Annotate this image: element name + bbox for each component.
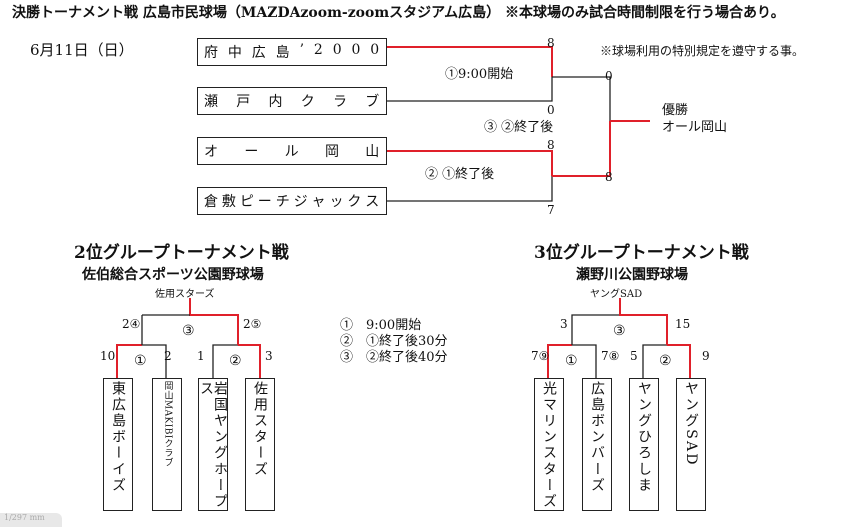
g3-match1-marker: ① <box>565 353 578 369</box>
g3-score-3: 5 <box>630 349 638 363</box>
final-team-3-name: オール岡山 <box>204 144 380 160</box>
g2-match1-marker: ① <box>134 353 147 369</box>
g3-line-team3 <box>642 344 667 378</box>
final-match1-label: ①9:00開始 <box>445 67 514 82</box>
group2-venue: 佐伯総合スポーツ公園野球場 <box>82 267 264 283</box>
g3-match3-marker: ③ <box>613 323 626 339</box>
g2-line-team3 <box>212 344 238 378</box>
g3-team-2: 広島ボンバーズ <box>582 378 612 511</box>
group3-title: 3位グループトーナメント戦 <box>534 243 749 263</box>
g2-match3-marker: ③ <box>182 323 195 339</box>
final-line-setouchi <box>386 77 553 102</box>
champion-team: オール岡山 <box>662 120 728 135</box>
final-semi-score-bottom: 8 <box>605 170 613 184</box>
g3-team-4: ヤングSAD <box>676 378 706 511</box>
g3-team-3-name: ヤングひろしま <box>636 381 652 494</box>
group3-venue: 瀬野川公園野球場 <box>576 267 688 283</box>
schedule-line-2: ② ①終了後30分 <box>340 334 448 349</box>
g3-semi-left <box>571 314 620 345</box>
final-line-kurashiki <box>386 176 553 202</box>
g2-line-team1 <box>116 344 142 378</box>
champion-label: 優勝 <box>662 103 689 118</box>
final-score-3: 8 <box>547 138 555 152</box>
g3-line-team1 <box>547 344 572 378</box>
g3-team-4-name: ヤングSAD <box>683 381 699 467</box>
g2-score-4: 3 <box>265 349 273 363</box>
page-size-tag: 1/297 mm <box>0 513 62 527</box>
g3-semi-score-right: 15 <box>675 317 691 331</box>
final-team-2: 瀬戸内クラブ <box>197 87 387 115</box>
g2-team-4: 佐用スターズ <box>245 378 275 511</box>
g2-team-1-name: 東広島ボーイズ <box>110 381 126 494</box>
g2-line-team2 <box>142 344 167 378</box>
page-header: 決勝トーナメント戦 広島市民球場（MAZDAzoom-zoomスタジアム広島） … <box>12 5 785 21</box>
schedule-line-3: ③ ②終了後40分 <box>340 350 448 365</box>
g2-team-3: 岩国ヤングホープス <box>198 378 228 511</box>
final-semi-score-top: 0 <box>605 69 613 83</box>
g3-score-4: 9 <box>702 349 710 363</box>
g3-semi-right <box>619 298 668 345</box>
venue-note: ※球場利用の特別規定を遵守する事。 <box>600 44 805 58</box>
g3-score-1: 7⑨ <box>531 349 550 363</box>
g2-team-4-name: 佐用スターズ <box>252 381 268 478</box>
final-match3-label: ③ ②終了後 <box>484 120 554 135</box>
g2-team-2-name: 岡山MAKIBIクラブ <box>162 381 173 468</box>
g2-score-3: 1 <box>197 349 205 363</box>
final-line-fuchu <box>386 46 553 77</box>
final-line-allokayama <box>386 150 553 176</box>
g2-semi-score-left: 2④ <box>122 317 141 331</box>
group2-host: 佐用スターズ <box>155 289 215 300</box>
final-semi-top <box>552 76 611 121</box>
group3-host: ヤングSAD <box>590 289 643 300</box>
final-team-4-name: 倉敷ピーチジャックス <box>204 194 380 210</box>
g2-team-3-name: 岩国ヤングホープス <box>198 381 228 510</box>
final-team-4: 倉敷ピーチジャックス <box>197 187 387 215</box>
g2-team-1: 東広島ボーイズ <box>103 378 133 511</box>
final-team-2-name: 瀬戸内クラブ <box>204 94 380 110</box>
g3-semi-score-left: 3 <box>560 317 568 331</box>
g2-score-1: 10 <box>100 349 116 363</box>
final-semi-bottom <box>552 121 611 177</box>
final-score-4: 7 <box>547 203 555 217</box>
g3-team-3: ヤングひろしま <box>629 378 659 511</box>
g3-team-2-name: 広島ボンバーズ <box>589 381 605 494</box>
g3-team-1: 光マリンスターズ <box>534 378 564 511</box>
group2-title: 2位グループトーナメント戦 <box>74 243 289 263</box>
g3-match2-marker: ② <box>659 353 672 369</box>
g3-team-1-name: 光マリンスターズ <box>541 381 557 510</box>
final-team-3: オール岡山 <box>197 137 387 165</box>
g3-score-2: 7⑧ <box>601 349 620 363</box>
g2-team-2: 岡山MAKIBIクラブ <box>152 378 182 511</box>
g2-semi-score-right: 2⑤ <box>243 317 262 331</box>
g2-semi-right <box>189 298 239 345</box>
g2-score-2: 2 <box>164 349 172 363</box>
final-score-2: 0 <box>547 103 555 117</box>
g3-line-team4 <box>667 344 691 378</box>
g3-line-team2 <box>572 344 597 378</box>
final-score-1: 8 <box>547 36 555 50</box>
g2-match2-marker: ② <box>229 353 242 369</box>
final-match2-label: ② ①終了後 <box>425 167 495 182</box>
g2-line-team4 <box>238 344 261 378</box>
match-date: 6月11日（日） <box>30 41 134 59</box>
schedule-line-1: ① 9:00開始 <box>340 318 422 333</box>
